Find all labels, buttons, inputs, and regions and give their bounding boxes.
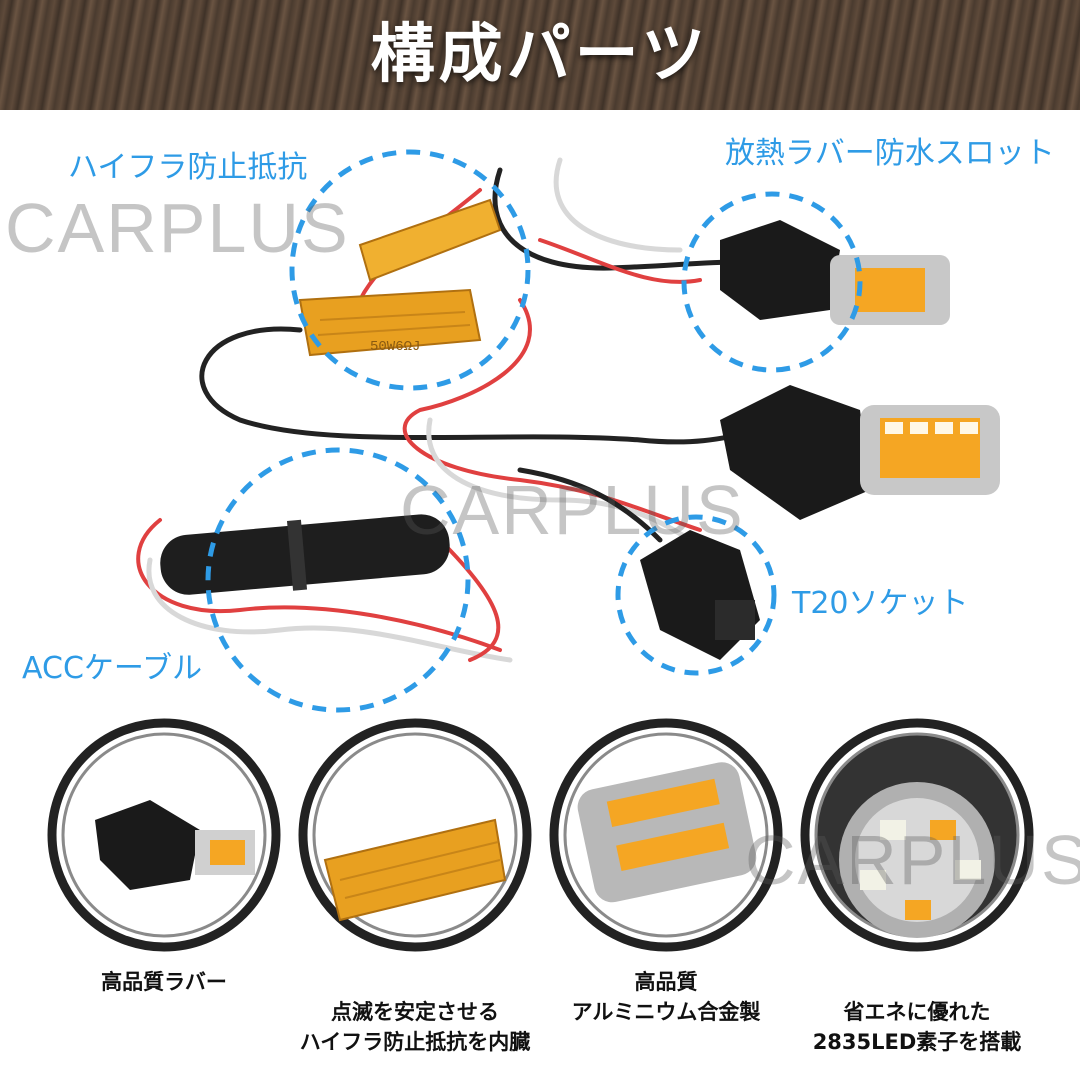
caption-text: 2835LED素子を搭載 — [812, 1030, 1022, 1054]
thumbnail-rubber — [47, 718, 281, 952]
acc-cable-part — [160, 514, 450, 595]
label-acc-cable: ACCケーブル — [22, 651, 203, 686]
callout-circle-socket — [615, 514, 777, 676]
thumbnail-resistor — [298, 718, 532, 952]
white-wire — [553, 157, 683, 253]
caption-aluminum: 高品質 アルミニウム合金製 — [551, 967, 781, 1027]
watermark: CARPLUS — [400, 471, 745, 549]
caption-text: ハイフラ防止抵抗を内臓 — [299, 1030, 531, 1054]
white-wire — [146, 557, 513, 663]
resistor-part — [298, 198, 502, 357]
page-title: 構成パーツ — [370, 18, 710, 92]
label-rubber-slot: 放熱ラバー防水スロット — [725, 136, 1055, 171]
caption-resistor: 点滅を安定させる ハイフラ防止抵抗を内臓 — [290, 997, 540, 1057]
caption-text: 高品質ラバー — [101, 970, 227, 994]
caption-text: 高品質 — [634, 970, 698, 994]
thumbnail-led — [800, 718, 1034, 952]
callout-circle-resistor — [289, 149, 531, 391]
caption-led: 省エネに優れた 2835LED素子を搭載 — [802, 997, 1032, 1057]
caption-text: アルミニウム合金製 — [571, 1000, 761, 1024]
bulb-upper — [720, 220, 950, 325]
t20-socket-part — [640, 530, 760, 660]
caption-rubber: 高品質ラバー — [54, 967, 274, 997]
label-resistor: ハイフラ防止抵抗 — [68, 150, 308, 185]
bulb-lower — [720, 385, 1000, 520]
white-wire — [426, 417, 693, 543]
caption-text: 省エネに優れた — [843, 1000, 991, 1024]
black-wire — [492, 167, 743, 271]
thumbnail-aluminum — [549, 718, 783, 952]
label-t20-socket: T20ソケット — [792, 586, 969, 621]
red-wire — [136, 518, 502, 652]
red-wire — [438, 538, 501, 662]
watermark: CARPLUS — [745, 821, 1080, 899]
red-wire — [538, 238, 702, 284]
black-wire — [517, 467, 663, 543]
resistor-marking: 50W6ΩJ — [370, 339, 420, 355]
callout-circle-slot — [681, 191, 863, 373]
header-banner — [0, 0, 1080, 110]
callout-circle-acc — [205, 447, 471, 713]
watermark: CARPLUS — [5, 189, 350, 267]
caption-text: 点滅を安定させる — [331, 1000, 499, 1024]
black-wire — [199, 326, 763, 445]
